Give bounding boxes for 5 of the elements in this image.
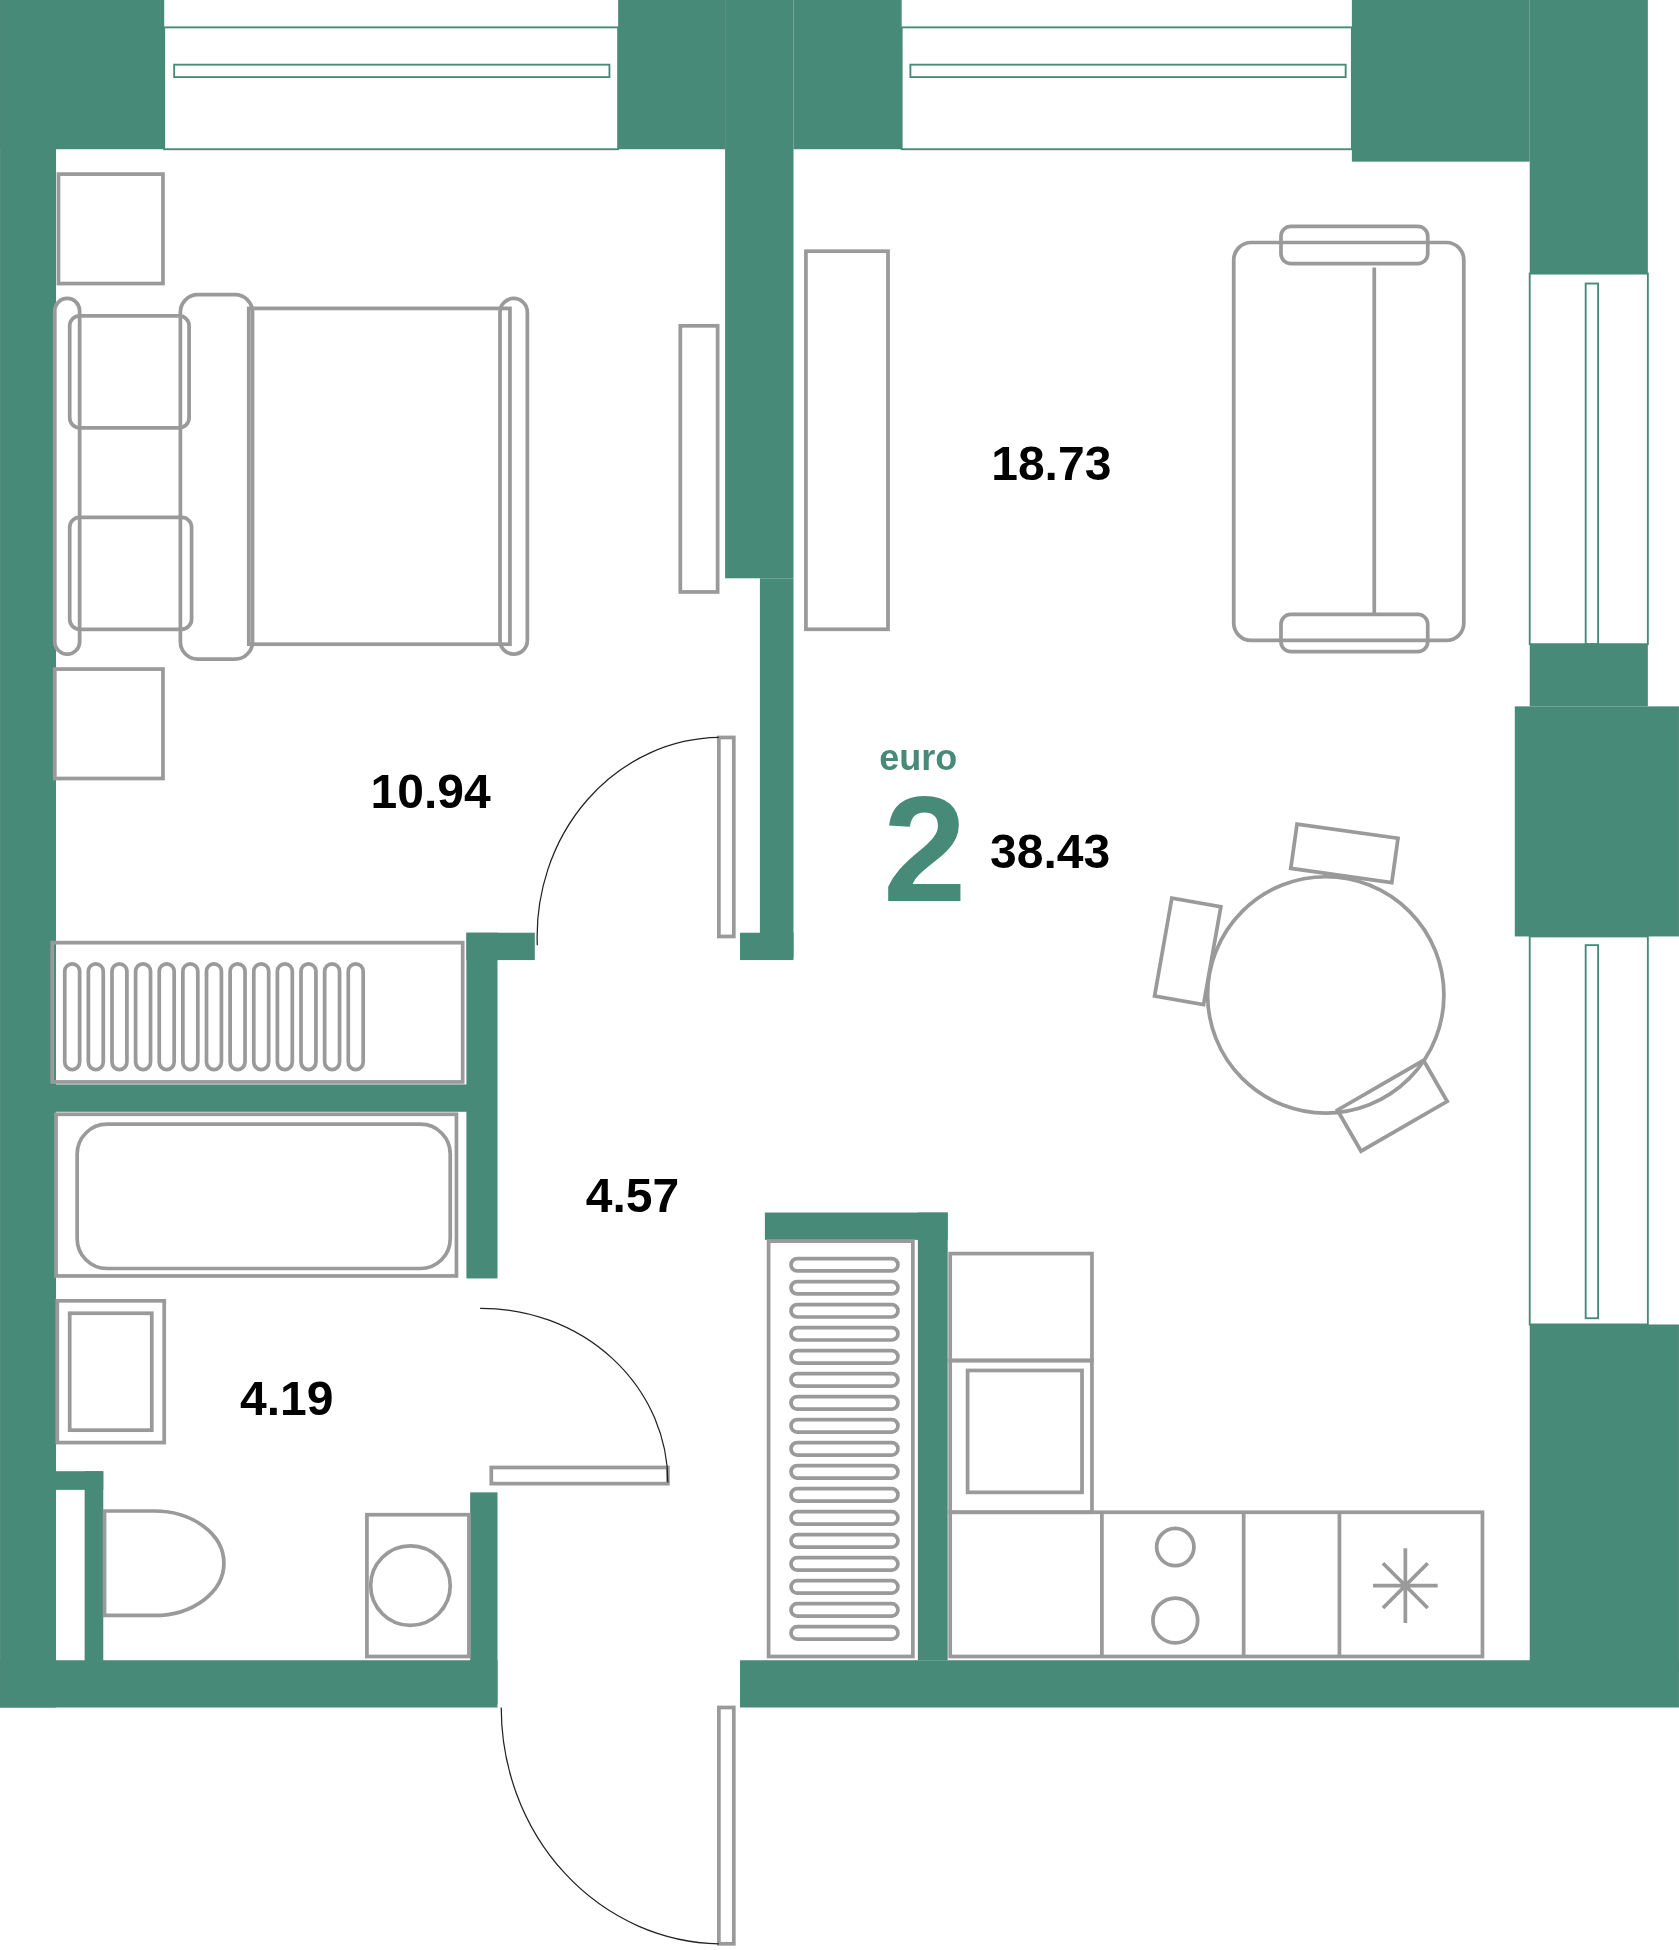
area-label: 4.57 [585,1168,680,1225]
area-label: 10.94 [370,764,491,821]
area-label: 18.73 [991,435,1112,492]
total-area-label: 38.43 [990,823,1111,880]
area-label: 4.19 [240,1371,334,1428]
